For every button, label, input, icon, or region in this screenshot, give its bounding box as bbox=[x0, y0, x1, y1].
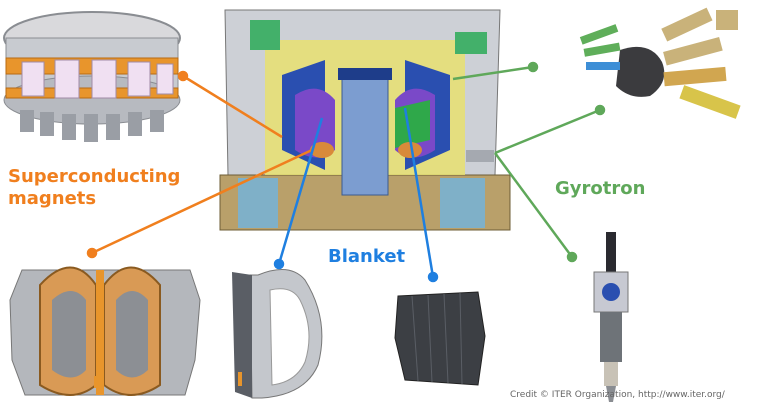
superconducting-magnets-label: Superconducting magnets bbox=[8, 166, 208, 210]
credit-text: Credit © ITER Organization, http://www.i… bbox=[510, 390, 725, 400]
blanket-connector-lines bbox=[273, 107, 439, 283]
blanket-module-render bbox=[394, 291, 486, 386]
magnet-ring-render bbox=[3, 11, 181, 142]
blanket-shell-render bbox=[232, 269, 323, 399]
gyrotron-launcher-render bbox=[579, 7, 741, 119]
gyrotron-label: Gyrotron bbox=[555, 178, 646, 199]
gyrotron-tube-render bbox=[593, 232, 629, 402]
magnet-connector-lines bbox=[86, 70, 313, 259]
tokamak-cutaway-render bbox=[219, 9, 511, 231]
magnets-label-line2: magnets bbox=[8, 188, 97, 209]
gyrotron-connector-lines bbox=[452, 61, 606, 263]
blanket-label: Blanket bbox=[328, 246, 406, 267]
coil-sector-render bbox=[9, 266, 201, 396]
magnets-label-line1: Superconducting bbox=[8, 166, 181, 187]
